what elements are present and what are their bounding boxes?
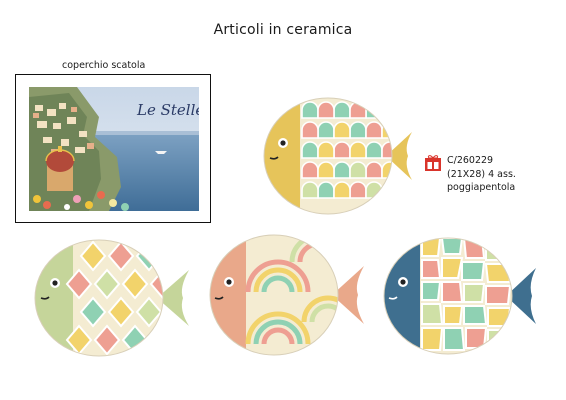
fish-trivet-arcs <box>209 234 364 356</box>
gift-box-icon <box>425 155 441 171</box>
product-info: C/260229 (21X28) 4 ass. poggiapentola <box>447 154 516 195</box>
box-lid-photo: Le Stelle <box>29 87 199 211</box>
box-caption: coperchio scatola <box>62 60 146 71</box>
fish-trivet-diamonds <box>34 239 189 357</box>
box-lid-frame: Le Stelle <box>15 74 211 223</box>
fish-tail <box>386 132 412 180</box>
page-title: Articoli in ceramica <box>213 22 353 38</box>
product-name: poggiapentola <box>447 182 516 193</box>
fish-trivet-mosaic <box>383 237 536 355</box>
product-size: (21X28) 4 ass. <box>447 168 516 180</box>
product-code: C/260229 <box>447 155 494 166</box>
fish-trivet-scales <box>263 97 412 215</box>
box-signature: Le Stelle <box>136 101 199 119</box>
